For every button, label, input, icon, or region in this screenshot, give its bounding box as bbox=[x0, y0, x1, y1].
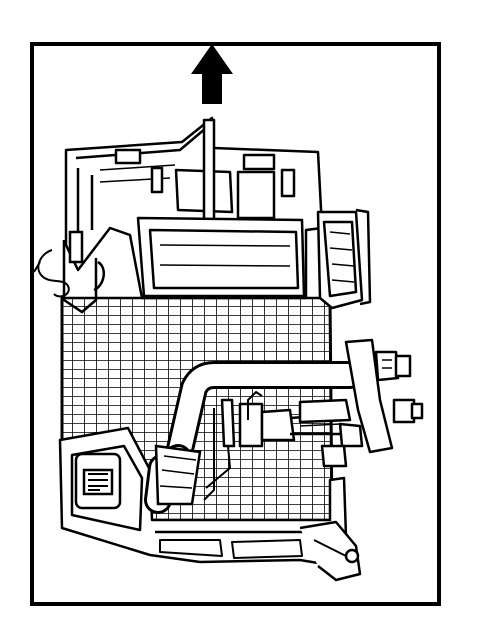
upper-housing bbox=[64, 116, 324, 300]
outer-frame bbox=[30, 42, 441, 606]
connector-plate bbox=[74, 452, 122, 510]
tube-sleeve bbox=[154, 444, 202, 506]
direction-arrow-icon bbox=[191, 44, 233, 104]
right-duct-flange bbox=[316, 208, 372, 310]
expansion-valve bbox=[203, 391, 349, 501]
pipe-fittings bbox=[298, 338, 424, 468]
left-clip bbox=[33, 230, 106, 314]
